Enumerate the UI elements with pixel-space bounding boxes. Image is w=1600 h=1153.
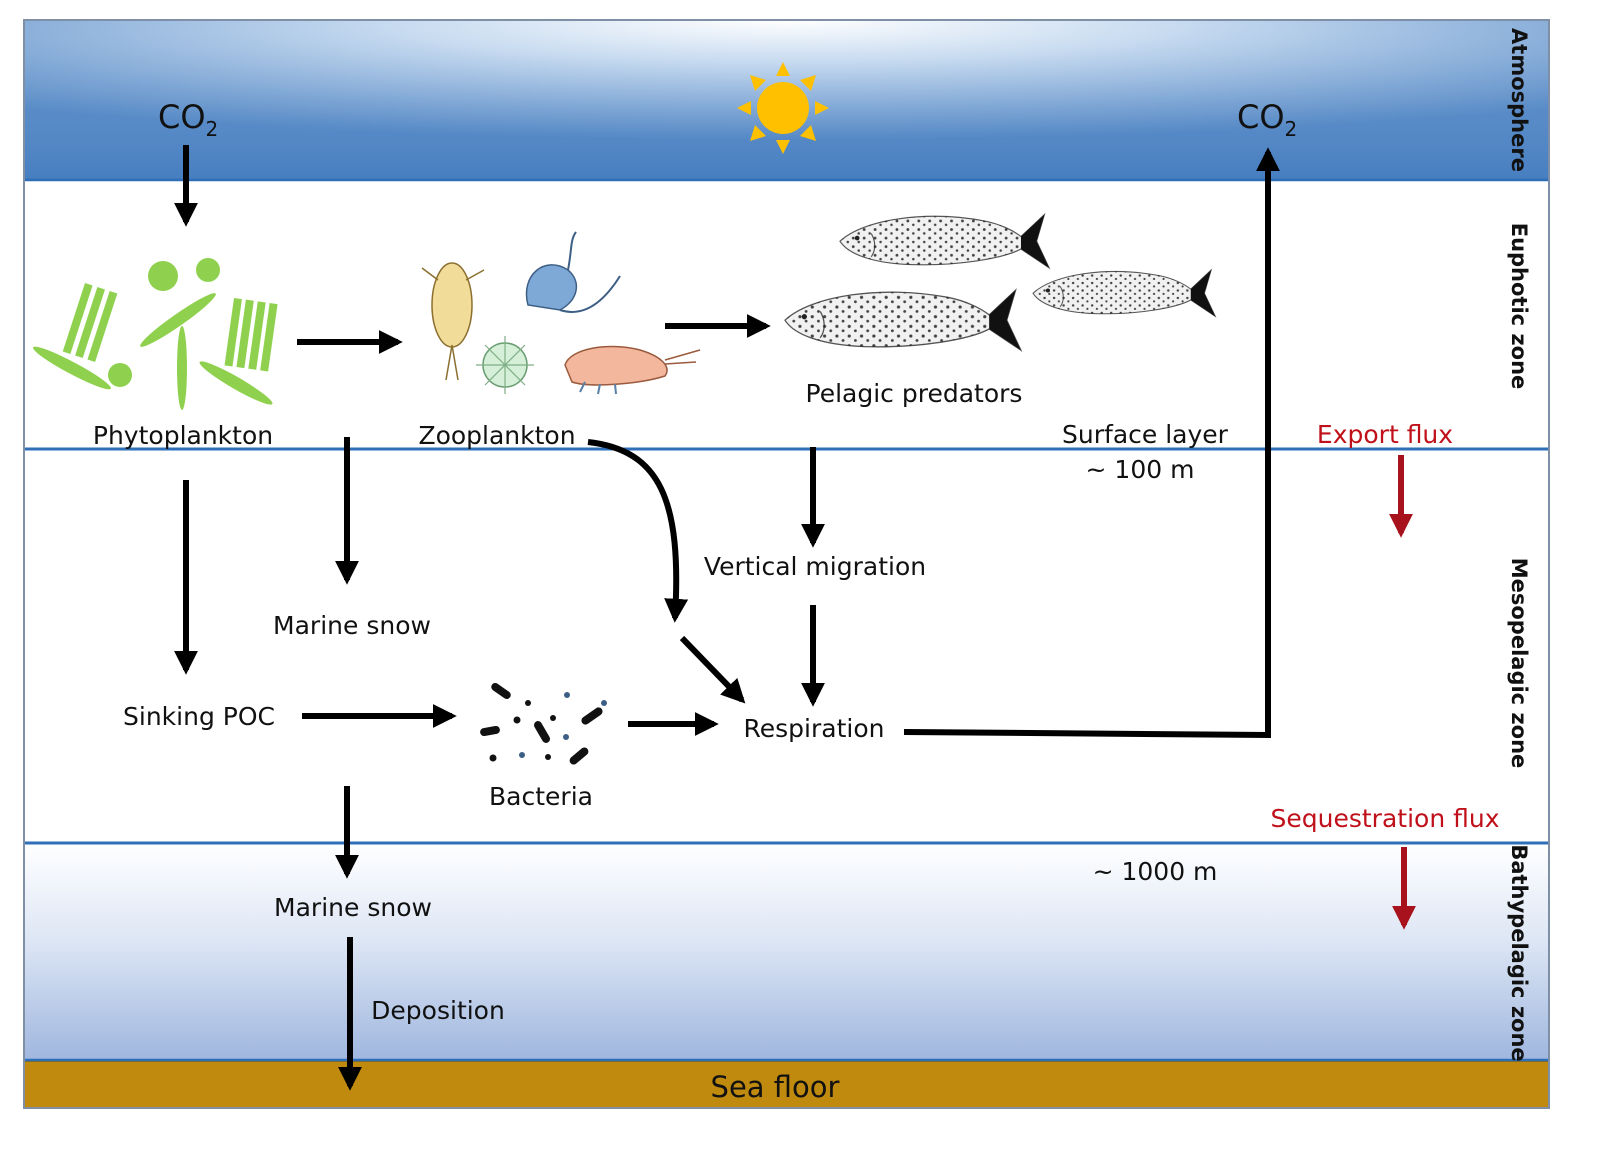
- label-surface-depth: ~ 100 m: [1086, 455, 1195, 484]
- sun-icon: [737, 62, 829, 154]
- label-phytoplankton: Phytoplankton: [93, 421, 273, 450]
- arrow-zoo-to-respiration-curve: [587, 439, 689, 623]
- co2-left-text: CO: [158, 98, 206, 136]
- pelagic-predator-fish-3: [1032, 269, 1216, 317]
- co2-right-text: CO: [1237, 98, 1285, 136]
- zone-label-mesopelagic: Mesopelagic zone: [1507, 558, 1531, 769]
- label-pelagic-predators: Pelagic predators: [806, 379, 1023, 408]
- label-deposition: Deposition: [371, 996, 505, 1025]
- bathypelagic-layer: [24, 843, 1549, 1061]
- label-deep-depth: ~ 1000 m: [1093, 857, 1218, 886]
- label-vertical-migration: Vertical migration: [704, 552, 926, 581]
- label-sequestration-flux: Sequestration flux: [1271, 804, 1500, 833]
- phytoplankton-icon: [33, 258, 278, 410]
- label-respiration: Respiration: [744, 714, 885, 743]
- co2-label-left: CO2: [158, 98, 218, 141]
- sea-floor-label: Sea floor: [711, 1070, 840, 1104]
- zone-label-atmosphere: Atmosphere: [1507, 28, 1531, 172]
- label-bacteria: Bacteria: [489, 782, 593, 811]
- label-export-flux: Export flux: [1317, 420, 1453, 449]
- label-marine-snow-lower: Marine snow: [274, 893, 432, 922]
- co2-left-subscript: 2: [206, 117, 219, 141]
- arrow-curve-to-respiration: [679, 635, 746, 704]
- label-sinking-poc: Sinking POC: [123, 702, 275, 731]
- pelagic-predator-fish-1: [839, 214, 1050, 269]
- pelagic-predator-fish-2: [784, 289, 1022, 351]
- bacteria-icon: [480, 682, 607, 765]
- label-surface-layer: Surface layer: [1062, 420, 1229, 449]
- euphotic-layer: [24, 180, 1549, 448]
- arrow-respiration-to-co2: [903, 147, 1280, 739]
- mesopelagic-layer: [24, 450, 1549, 842]
- label-zooplankton: Zooplankton: [418, 421, 575, 450]
- co2-label-right: CO2: [1237, 98, 1297, 141]
- zone-label-bathypelagic: Bathypelagic zone: [1507, 844, 1531, 1061]
- zone-label-euphotic: Euphotic zone: [1507, 223, 1531, 390]
- diagram-frame: [23, 19, 1550, 1109]
- zooplankton-icon: [421, 231, 701, 395]
- label-marine-snow-upper: Marine snow: [273, 611, 431, 640]
- co2-right-subscript: 2: [1285, 117, 1298, 141]
